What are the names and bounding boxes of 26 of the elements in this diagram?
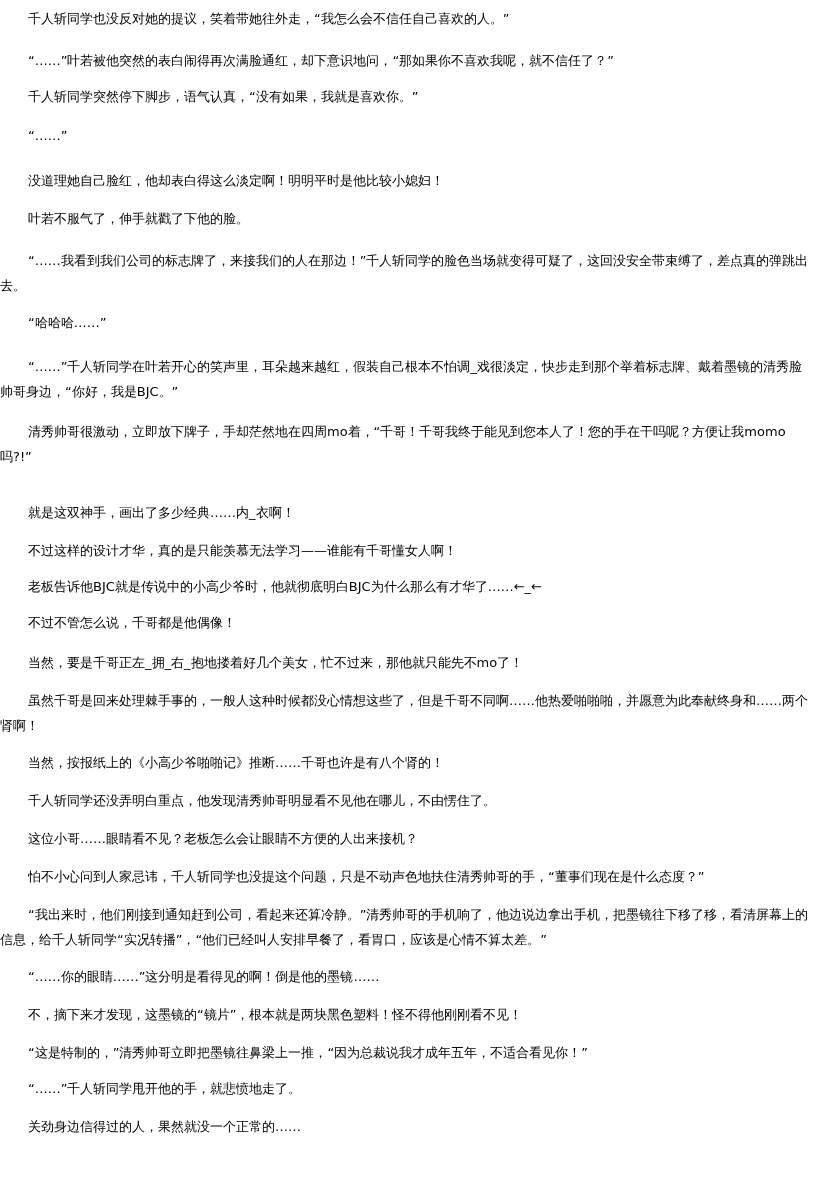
- paragraph: 清秀帅哥很激动，立即放下牌子，手却茫然地在四周mo着，“千哥！千哥我终于能见到您本人了！您的手在干吗呢？方便让我momo吗?!”: [0, 422, 787, 466]
- paragraph: “……你的眼睛……”这分明是看得见的啊！倒是他的墨镜……: [27, 967, 381, 986]
- paragraph: “……我看到我们公司的标志牌了，来接我们的人在那边！”千人斩同学的脸色当场就变得可疑了，这回没安全带束缚了，差点真的弹跳出去。: [0, 251, 810, 295]
- paragraph: 叶若不服气了，伸手就戳了下他的脸。: [27, 209, 250, 228]
- paragraph: 这位小哥……眼睛看不见？老板怎么会让眼睛不方便的人出来接机？: [27, 829, 419, 848]
- paragraph: 不，摘下来才发现，这墨镜的“镜片”，根本就是两块黑色塑料！怪不得他刚刚看不见！: [27, 1005, 524, 1024]
- paragraph: 当然，按报纸上的《小高少爷啪啪记》推断……千哥也许是有八个肾的！: [27, 753, 445, 772]
- paragraph: 千人斩同学也没反对她的提议，笑着带她往外走，“我怎么会不信任自己喜欢的人。”: [27, 9, 511, 28]
- paragraph: 老板告诉他BJC就是传说中的小高少爷时，他就彻底明白BJC为什么那么有才华了……←_←: [27, 577, 543, 596]
- paragraph: 怕不小心问到人家忌讳，千人斩同学也没提这个问题，只是不动声色地扶住清秀帅哥的手，“董事们现在是什么态度？”: [27, 867, 706, 886]
- paragraph: “……”千人斩同学甩开他的手，就悲愤地走了。: [27, 1079, 303, 1098]
- paragraph: 虽然千哥是回来处理棘手事的，一般人这种时候都没心情想这些了，但是千哥不同啊……他热爱啪啪啪，并愿意为此奉献终身和……两个肾啊！: [0, 691, 809, 735]
- paragraph: 关劲身边信得过的人，果然就没一个正常的……: [27, 1117, 302, 1136]
- paragraph: 就是这双神手，画出了多少经典……内_衣啊！: [27, 503, 296, 522]
- paragraph: 千人斩同学还没弄明白重点，他发现清秀帅哥明显看不见他在哪儿，不由愣住了。: [27, 791, 497, 810]
- paragraph: 没道理她自己脸红，他却表白得这么淡定啊！明明平时是他比较小媳妇！: [27, 171, 445, 190]
- paragraph: “哈哈哈……”: [27, 313, 108, 332]
- paragraph: 当然，要是千哥正左_拥_右_抱地搂着好几个美女，忙不过来，那他就只能先不mo了！: [27, 653, 525, 672]
- paragraph: 不过不管怎么说，千哥都是他偶像！: [27, 613, 237, 632]
- paragraph: 千人斩同学突然停下脚步，语气认真，“没有如果，我就是喜欢你。”: [27, 87, 420, 106]
- paragraph: 不过这样的设计才华，真的是只能羡慕无法学习——谁能有千哥懂女人啊！: [27, 541, 458, 560]
- paragraph: “……”叶若被他突然的表白闹得再次满脸通红，却下意识地问，“那如果你不喜欢我呢，就不信任了？”: [27, 51, 615, 70]
- paragraph: “这是特制的，”清秀帅哥立即把墨镜往鼻梁上一推，“因为总裁说我才成年五年，不适合看见你！”: [27, 1043, 589, 1062]
- paragraph: “……”: [27, 126, 69, 145]
- paragraph: “……”千人斩同学在叶若开心的笑声里，耳朵越来越红，假装自己根本不怕调_戏很淡定，快步走到那个举着标志牌、戴着墨镜的清秀脸帅哥身边，“你好，我是BJC。”: [0, 357, 803, 401]
- paragraph: “我出来时，他们刚接到通知赶到公司，看起来还算冷静。”清秀帅哥的手机响了，他边说边拿出手机，把墨镜往下移了移，看清屏幕上的信息，给千人斩同学“实况转播”，“他们已经叫人安排早餐了，看胃口，应该是心情不算太差。”: [0, 905, 810, 949]
